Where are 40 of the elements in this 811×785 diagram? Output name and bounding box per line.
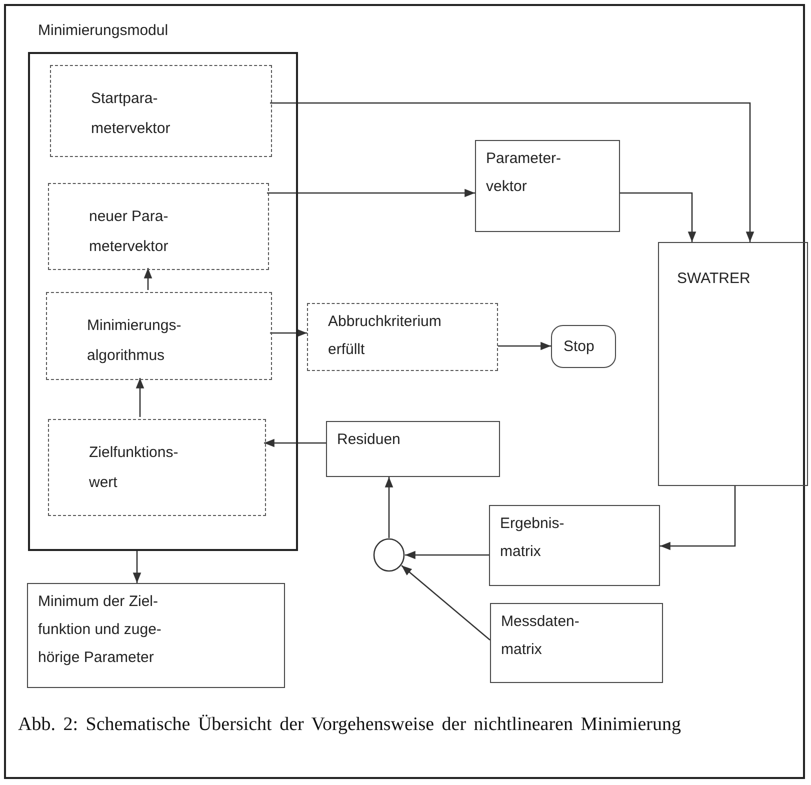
figure-caption: Abb. 2: Schematische Übersicht der Vorgehensweise der nichtlinearen Minimierung bbox=[18, 713, 682, 737]
terminal-box bbox=[551, 325, 616, 368]
arrow bbox=[136, 378, 144, 417]
arrow bbox=[660, 486, 736, 550]
box-label: Minimum der Ziel- funktion und zuge- hörige Parameter bbox=[38, 592, 162, 668]
process-box bbox=[489, 505, 660, 586]
junction-circle bbox=[373, 538, 405, 572]
box-label: SWATRER bbox=[677, 269, 752, 289]
arrow bbox=[267, 188, 475, 198]
arrow bbox=[270, 102, 754, 242]
box-label: Residuen bbox=[337, 430, 402, 450]
arrow bbox=[264, 438, 326, 448]
process-box bbox=[307, 303, 498, 371]
process-box bbox=[27, 583, 285, 688]
arrow bbox=[401, 565, 490, 640]
process-box bbox=[48, 419, 266, 516]
box-label: Abbruchkriterium erfüllt bbox=[328, 312, 442, 360]
box-label: Messdaten- matrix bbox=[501, 612, 580, 660]
module-heading: Minimierungsmodul bbox=[38, 22, 168, 39]
box-label: Ergebnis- matrix bbox=[500, 514, 566, 562]
box-label: Minimierungs- algorithmus bbox=[87, 316, 182, 366]
process-box bbox=[490, 603, 663, 683]
model-box bbox=[658, 242, 808, 486]
process-box bbox=[48, 183, 269, 270]
process-box bbox=[475, 140, 620, 232]
arrow bbox=[144, 268, 152, 290]
arrow bbox=[270, 328, 307, 338]
process-box bbox=[50, 65, 272, 157]
arrow bbox=[498, 342, 551, 350]
arrow bbox=[620, 192, 696, 242]
box-label: Parameter- vektor bbox=[486, 149, 562, 197]
process-box bbox=[326, 421, 500, 477]
box-label: Stop bbox=[564, 336, 596, 356]
box-label: Startpara- metervektor bbox=[91, 89, 172, 139]
arrow bbox=[384, 477, 394, 538]
arrow bbox=[132, 551, 142, 583]
process-box bbox=[46, 292, 272, 380]
box-label: Zielfunktions- wert bbox=[89, 443, 180, 493]
arrow bbox=[405, 550, 489, 560]
box-label: neuer Para- metervektor bbox=[89, 207, 170, 257]
